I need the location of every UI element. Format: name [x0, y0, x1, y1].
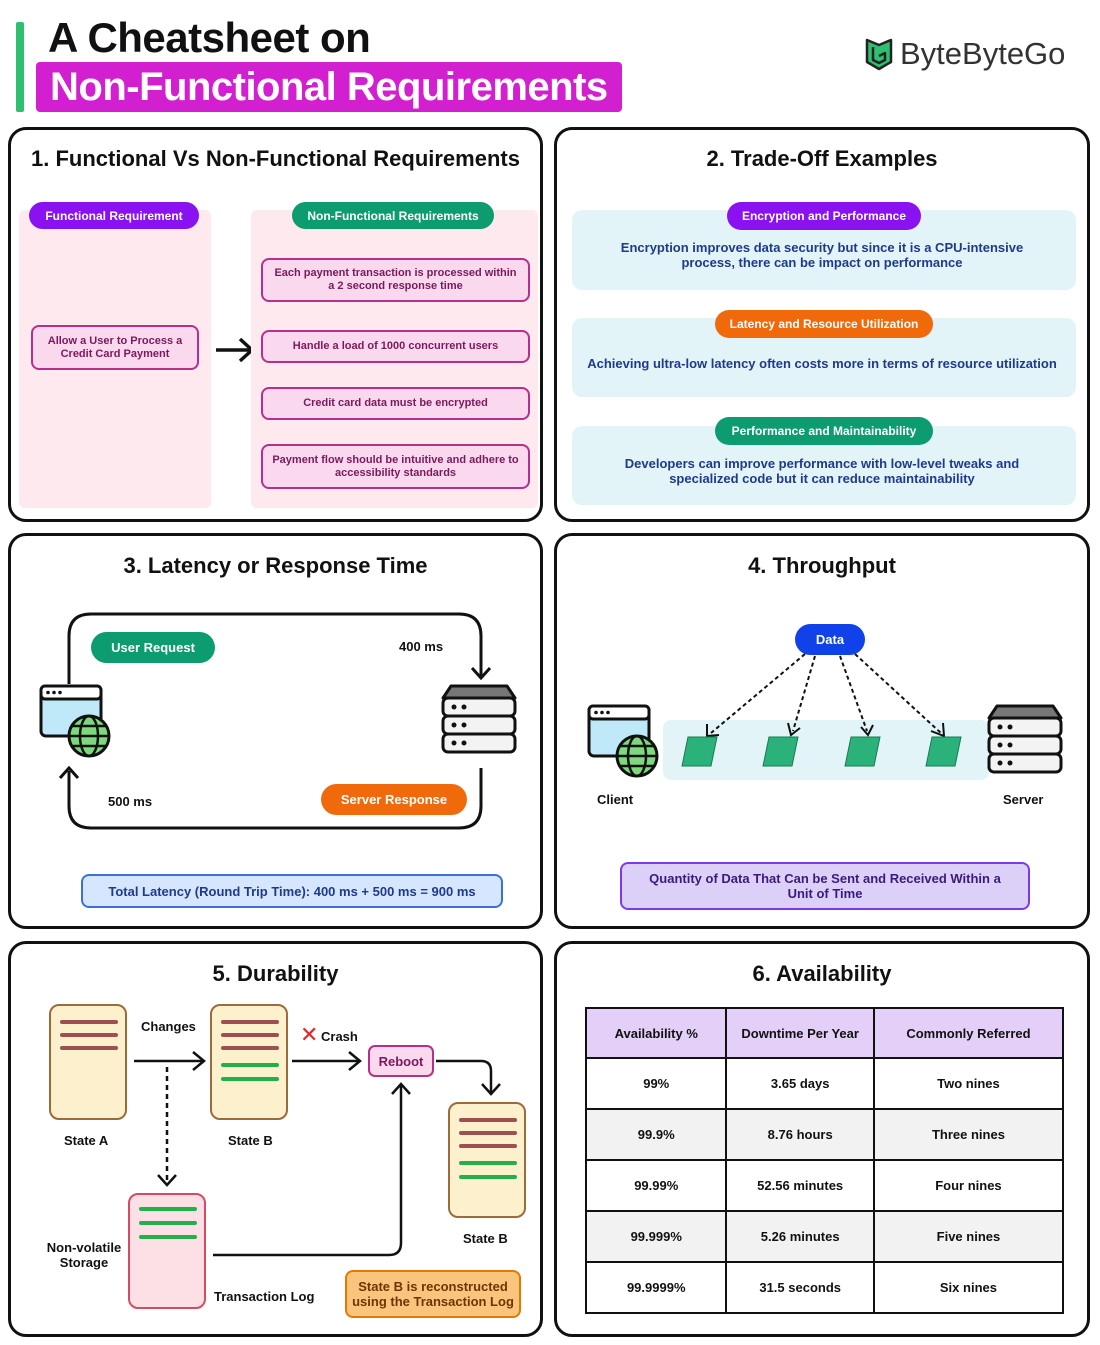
fr-item: Allow a User to Process a Credit Card Pa…: [31, 325, 199, 370]
downtime-cell: 52.56 minutes: [725, 1159, 875, 1212]
availability-cell: 99.9999%: [584, 1261, 728, 1314]
referred-cell: Three nines: [872, 1108, 1065, 1161]
panel-title: 1. Functional Vs Non-Functional Requirem…: [31, 146, 520, 171]
page-title-line1: A Cheatsheet on: [48, 14, 371, 61]
trade-off-text: Encryption improves data security but si…: [620, 240, 1024, 270]
trade-off-label: Latency and Resource Utilization: [715, 310, 933, 338]
trade-off-text: Developers can improve performance with …: [624, 456, 1020, 486]
brand: ByteByteGo: [864, 34, 1065, 74]
trade-off-text: Achieving ultra-low latency often costs …: [587, 356, 1057, 371]
latency-loop-arrows: [58, 612, 492, 830]
state-a-label: State A: [64, 1133, 109, 1148]
crash-x-icon: ✕: [300, 1022, 319, 1047]
panel-trade-off-examples: 2. Trade-Off Examples Encryption and Per…: [554, 127, 1090, 522]
panel-durability: 5. Durability State A State B Non-volati…: [8, 941, 543, 1337]
panel-latency: 3. Latency or Response Time User Request…: [8, 533, 543, 929]
reconstructed-state-b-label: State B: [463, 1231, 508, 1246]
panel-availability: 6. Availability Availability % Downtime …: [554, 941, 1090, 1337]
panel-title: 6. Availability: [752, 961, 892, 986]
server-icon: [441, 684, 517, 754]
changes-label: Changes: [141, 1019, 196, 1034]
user-request-label: User Request: [91, 632, 215, 663]
panel-title: 5. Durability: [212, 961, 339, 986]
crash-label: Crash: [321, 1029, 358, 1044]
referred-cell: Four nines: [872, 1159, 1065, 1212]
fr-label: Functional Requirement: [29, 202, 199, 229]
panel-title: 4. Throughput: [748, 553, 896, 578]
server-label: Server: [1003, 792, 1044, 807]
durability-arrows: [134, 1051, 501, 1257]
request-time: 400 ms: [399, 639, 444, 654]
reconstruction-note: State B is reconstructed using the Trans…: [345, 1270, 521, 1318]
browser-globe-icon: [39, 684, 111, 758]
table-row: 99.9999% 31.5 seconds Six nines: [584, 1261, 1065, 1314]
arrow-right-icon: [216, 337, 254, 363]
availability-cell: 99.999%: [584, 1210, 728, 1263]
availability-cell: 99%: [584, 1057, 728, 1110]
brand-name: ByteByteGo: [900, 36, 1066, 71]
nfr-item: Payment flow should be intuitive and adh…: [261, 444, 530, 489]
data-flow-arrows: [681, 653, 962, 767]
panel-title: 2. Trade-Off Examples: [706, 146, 938, 171]
downtime-cell: 31.5 seconds: [725, 1261, 875, 1314]
client-browser-icon: [587, 704, 659, 778]
panel-title: 3. Latency or Response Time: [123, 553, 428, 578]
client-label: Client: [597, 792, 634, 807]
state-b-label: State B: [228, 1133, 273, 1148]
transaction-log-document: [128, 1193, 206, 1309]
table-row: 99.99% 52.56 minutes Four nines: [584, 1159, 1065, 1212]
column-header: Commonly Referred: [872, 1007, 1065, 1059]
downtime-cell: 8.76 hours: [725, 1108, 875, 1161]
column-header: Availability %: [584, 1007, 728, 1059]
bytebytego-logo-icon: [865, 38, 893, 71]
table-row: 99% 3.65 days Two nines: [584, 1057, 1065, 1110]
trade-off-label: Encryption and Performance: [727, 202, 921, 230]
accent-bar: [16, 22, 24, 112]
nfr-label: Non-Functional Requirements: [292, 202, 494, 229]
reboot-box: Reboot: [368, 1045, 434, 1077]
referred-cell: Five nines: [872, 1210, 1065, 1263]
state-b-document: [210, 1004, 288, 1120]
server-icon: [987, 704, 1063, 774]
response-time: 500 ms: [108, 794, 153, 809]
reconstructed-state-b-document: [448, 1102, 526, 1218]
state-a-document: [49, 1004, 127, 1120]
nfr-item: Handle a load of 1000 concurrent users: [261, 330, 530, 363]
table-row: 99.9% 8.76 hours Three nines: [584, 1108, 1065, 1161]
transaction-log-label: Transaction Log: [214, 1289, 315, 1304]
table-header-row: Availability % Downtime Per Year Commonl…: [584, 1007, 1065, 1059]
storage-label: Non-volatile Storage: [46, 1240, 122, 1270]
downtime-cell: 3.65 days: [725, 1057, 875, 1110]
referred-cell: Two nines: [872, 1057, 1065, 1110]
availability-cell: 99.99%: [584, 1159, 728, 1212]
data-label: Data: [795, 624, 865, 655]
panel-functional-vs-nonfunctional: 1. Functional Vs Non-Functional Requirem…: [8, 127, 543, 522]
availability-cell: 99.9%: [584, 1108, 728, 1161]
availability-table: Availability % Downtime Per Year Commonl…: [584, 1007, 1065, 1314]
column-header: Downtime Per Year: [725, 1007, 875, 1059]
downtime-cell: 5.26 minutes: [725, 1210, 875, 1263]
nfr-item: Credit card data must be encrypted: [261, 387, 530, 420]
throughput-definition: Quantity of Data That Can be Sent and Re…: [620, 862, 1030, 910]
page-title-line2: Non-Functional Requirements: [36, 62, 622, 112]
total-latency: Total Latency (Round Trip Time): 400 ms …: [81, 874, 503, 908]
table-row: 99.999% 5.26 minutes Five nines: [584, 1210, 1065, 1263]
trade-off-label: Performance and Maintainability: [715, 417, 933, 445]
referred-cell: Six nines: [872, 1261, 1065, 1314]
panel-throughput: 4. Throughput Data Client Server Q: [554, 533, 1090, 929]
nfr-item: Each payment transaction is processed wi…: [261, 258, 530, 302]
server-response-label: Server Response: [321, 784, 467, 815]
